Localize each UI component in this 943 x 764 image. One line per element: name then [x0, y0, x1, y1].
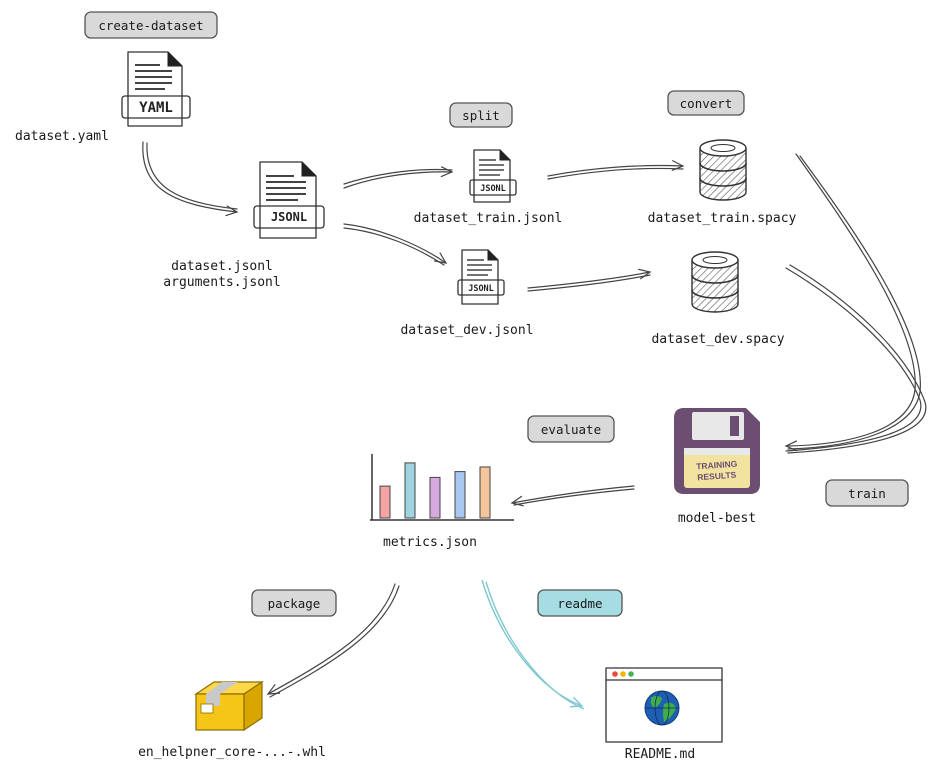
train-jsonl-icon: JSONL — [469, 149, 517, 203]
dataset-train-jsonl-label: dataset_train.jsonl — [414, 211, 563, 226]
yaml-file-icon: YAML — [121, 51, 191, 127]
arguments-jsonl-label: arguments.jsonl — [163, 275, 280, 290]
globe-icon — [644, 690, 680, 726]
dev-spacy-database-icon — [691, 251, 739, 313]
stage-convert-label: convert — [680, 96, 733, 111]
floppy-disk-icon: TRAINING RESULTS — [674, 408, 760, 494]
arrow-create-dataset — [142, 141, 239, 217]
metric-bar-3 — [429, 476, 441, 519]
arrow-split-dev — [343, 223, 448, 264]
stage-train-label: train — [848, 486, 886, 501]
dataset-jsonl-label: dataset.jsonl — [171, 259, 273, 274]
arrow-train-from-dev-spacy — [785, 267, 922, 452]
stage-readme[interactable]: readme — [537, 589, 623, 617]
dev-jsonl-tag: JSONL — [468, 284, 494, 294]
stage-convert[interactable]: convert — [667, 90, 745, 116]
stage-evaluate[interactable]: evaluate — [527, 415, 615, 443]
metric-bar-1 — [379, 485, 391, 519]
stage-split[interactable]: split — [449, 102, 513, 128]
stage-train[interactable]: train — [825, 479, 909, 507]
model-best-label: model-best — [678, 511, 756, 526]
metrics-chart — [370, 454, 514, 521]
dataset-dev-spacy-label: dataset_dev.spacy — [651, 332, 784, 347]
arrow-readme — [481, 579, 584, 708]
metric-bar-4 — [454, 471, 466, 519]
readme-window-icon — [605, 667, 723, 743]
training-text: TRAINING — [696, 459, 738, 472]
arrow-train-from-train-spacy — [784, 153, 916, 452]
metric-bar-2 — [404, 462, 416, 519]
metric-bar-5 — [479, 466, 491, 519]
package-box-icon — [194, 680, 264, 732]
arrow-package — [266, 583, 396, 695]
metrics-bars — [379, 462, 491, 519]
dataset-jsonl-icon: JSONL — [253, 161, 325, 239]
stage-create-dataset-label: create-dataset — [98, 18, 203, 33]
stage-package-label: package — [268, 596, 321, 611]
arrow-evaluate — [510, 485, 635, 507]
train-jsonl-tag: JSONL — [480, 184, 506, 194]
yaml-tag: YAML — [139, 100, 173, 116]
readme-md-label: README.md — [625, 747, 695, 762]
dev-jsonl-icon: JSONL — [457, 249, 505, 305]
arrow-convert-train — [547, 159, 685, 177]
train-spacy-database-icon — [699, 139, 747, 201]
dataset-yaml-label: dataset.yaml — [15, 129, 109, 144]
dataset-dev-jsonl-label: dataset_dev.jsonl — [400, 323, 533, 338]
stage-package[interactable]: package — [251, 589, 337, 617]
results-text: RESULTS — [697, 470, 737, 483]
wheel-label: en_helpner_core-...-.whl — [138, 745, 326, 760]
arrow-split-train — [343, 166, 454, 189]
arrow-convert-dev — [527, 268, 652, 289]
arrows — [142, 141, 927, 710]
stage-evaluate-label: evaluate — [541, 422, 601, 437]
dataset-train-spacy-label: dataset_train.spacy — [648, 211, 797, 226]
stage-readme-label: readme — [557, 596, 602, 611]
stage-split-label: split — [462, 108, 500, 123]
metrics-json-label: metrics.json — [383, 535, 477, 550]
stage-create-dataset[interactable]: create-dataset — [84, 11, 218, 39]
jsonl-tag: JSONL — [271, 210, 307, 224]
